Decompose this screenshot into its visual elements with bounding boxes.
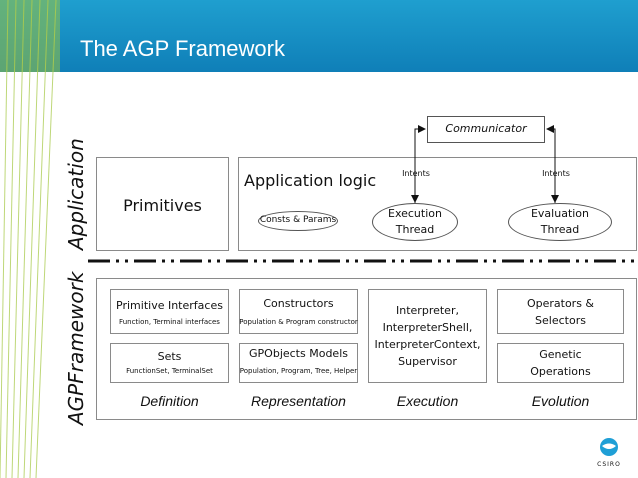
execution-thread-label: Execution Thread [372, 206, 458, 238]
interpreter-line2: InterpreterShell, [382, 321, 473, 334]
decorative-stripes [0, 0, 60, 478]
operators-line1: Operators & [526, 297, 595, 310]
evaluation-thread-label: Evaluation Thread [508, 206, 612, 238]
evaluation-thread-line2: Thread [540, 223, 580, 236]
genetic-box [497, 343, 624, 383]
evaluation-thread-line1: Evaluation [530, 207, 590, 220]
interpreter-line3: InterpreterContext, [374, 338, 481, 351]
csiro-logo-text: CSIRO [597, 461, 621, 468]
gpobjects-sub: Population, Program, Tree, Helper [239, 367, 358, 375]
sets-box [110, 343, 229, 383]
genetic-line1: Genetic [539, 348, 582, 361]
primitives-label: Primitives [123, 196, 202, 215]
execution-thread-oval [372, 203, 458, 241]
gpobjects-box [239, 343, 358, 383]
csiro-logo-icon [600, 438, 618, 456]
constructors-label: Constructors [263, 297, 334, 310]
header-bar [0, 0, 638, 72]
execution-thread-line1: Execution [388, 207, 442, 220]
evaluation-thread-oval [508, 203, 612, 241]
interpreter-box [368, 289, 487, 383]
interpreter-line4: Supervisor [398, 355, 457, 368]
primitive-interfaces-box [110, 289, 229, 334]
execution-thread-line2: Thread [395, 223, 435, 236]
primitives-box [96, 157, 229, 251]
interpreter-label: Interpreter, InterpreterShell, Interpret… [368, 302, 487, 370]
genetic-line2: Operations [530, 365, 591, 378]
communicator-box [427, 116, 545, 143]
consts-params-oval [258, 211, 338, 231]
operators-label: Operators & Selectors [497, 295, 624, 329]
application-logic-label: Application logic [244, 171, 377, 190]
intents-left-label: Intents [402, 169, 430, 178]
primitive-interfaces-label: Primitive Interfaces [116, 299, 223, 312]
intents-right-label: Intents [542, 169, 570, 178]
operators-line2: Selectors [535, 314, 586, 327]
primitive-interfaces-sub: Function, Terminal interfaces [119, 318, 220, 326]
column-label-evolution: Evolution [531, 393, 590, 409]
constructors-box [239, 289, 358, 334]
communicator-label: Communicator [445, 122, 527, 135]
gpobjects-label: GPObjects Models [249, 347, 348, 360]
slide-title: The AGP Framework [80, 36, 285, 61]
operators-box [497, 289, 624, 334]
constructors-sub: Population & Program constructor [239, 318, 358, 326]
column-label-representation: Representation [251, 393, 346, 409]
column-label-execution: Execution [396, 393, 459, 409]
sets-sub: FunctionSet, TerminalSet [126, 367, 213, 375]
consts-params-label: Consts & Params [259, 215, 337, 225]
genetic-label: Genetic Operations [497, 346, 624, 380]
interpreter-line1: Interpreter, [396, 304, 459, 317]
column-label-definition: Definition [140, 393, 199, 409]
sets-label: Sets [157, 350, 182, 363]
